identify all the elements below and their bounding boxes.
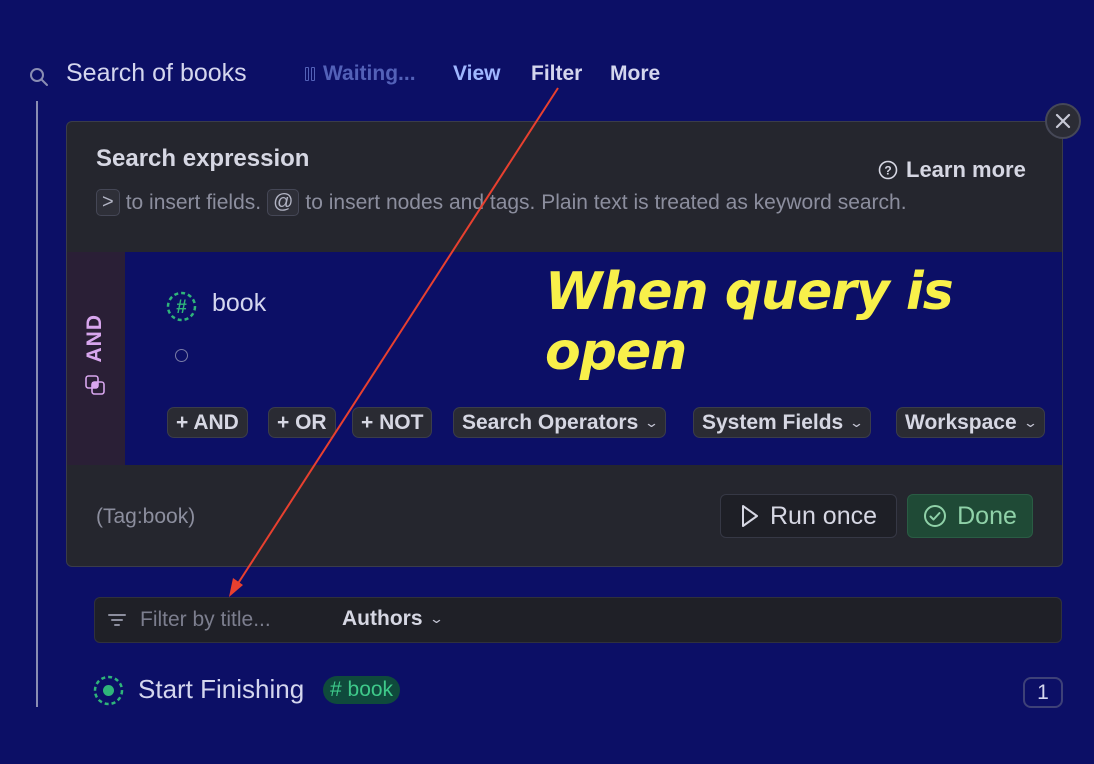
chip-label: + NOT [361, 410, 424, 434]
check-circle-icon [924, 505, 947, 527]
close-button[interactable] [1045, 103, 1081, 139]
chip-label: System Fields [702, 410, 844, 434]
key-at: @ [267, 189, 300, 216]
operator-strip[interactable] [67, 252, 125, 465]
and-operator-toggle[interactable]: AND [73, 300, 117, 410]
chevron-down-icon: ⌄ [1022, 414, 1038, 430]
svg-text:#: # [176, 297, 187, 318]
done-label: Done [957, 501, 1017, 530]
filter-icon [108, 614, 126, 626]
learn-more-link[interactable]: ? Learn more [878, 157, 1026, 183]
group-icon [85, 375, 105, 396]
operator-label: AND [83, 313, 106, 363]
close-icon [1055, 113, 1071, 129]
system-fields-dropdown[interactable]: System Fields ⌄ [693, 407, 872, 438]
chevron-down-icon: ⌄ [849, 414, 865, 430]
tree-indent-line [36, 101, 38, 707]
authors-dropdown[interactable]: Authors ⌄ [342, 607, 444, 631]
hint-text: > to insert fields. @ to insert nodes an… [96, 189, 907, 216]
chip-label: Workspace [905, 410, 1017, 434]
chip-label: + OR [277, 410, 327, 434]
hash-tag-icon: # [166, 291, 197, 322]
chip-label: + AND [176, 410, 239, 434]
result-tag-badge[interactable]: # book [323, 676, 401, 704]
chevron-down-icon: ⌄ [428, 611, 444, 626]
status-indicator: Waiting... [305, 62, 416, 86]
view-button[interactable]: View [453, 62, 501, 85]
svg-text:?: ? [884, 164, 891, 178]
count-badge[interactable]: 1 [1023, 677, 1063, 708]
panel-title: Search expression [96, 145, 310, 172]
add-not-button[interactable]: + NOT [352, 407, 433, 438]
empty-query-bullet[interactable] [175, 349, 188, 362]
search-icon [30, 68, 48, 86]
annotation-text: When query is open [545, 262, 954, 382]
chip-label: Search Operators [462, 410, 639, 434]
pause-icon [305, 67, 315, 81]
add-or-button[interactable]: + OR [268, 407, 336, 438]
play-icon [741, 505, 758, 527]
filter-button[interactable]: Filter [531, 62, 583, 85]
more-button[interactable]: More [610, 62, 661, 85]
search-expression-text: (Tag:book) [96, 505, 196, 528]
help-icon: ? [878, 160, 898, 180]
run-once-label: Run once [769, 501, 878, 530]
page-title[interactable]: Search of books [66, 59, 247, 87]
status-text: Waiting... [323, 62, 416, 85]
search-operators-dropdown[interactable]: Search Operators ⌄ [453, 407, 667, 438]
chevron-down-icon: ⌄ [644, 414, 660, 430]
hint-nodes: to insert nodes and tags. Plain text is … [305, 190, 907, 214]
workspace-dropdown[interactable]: Workspace ⌄ [896, 407, 1045, 438]
query-tag-book[interactable]: book [212, 289, 267, 317]
run-once-button[interactable]: Run once [720, 494, 897, 538]
learn-more-label: Learn more [906, 157, 1026, 182]
node-bullet-icon[interactable] [93, 675, 124, 706]
authors-label: Authors [342, 607, 423, 630]
hint-fields: to insert fields. [125, 190, 262, 214]
filter-by-title-input[interactable] [140, 603, 320, 637]
result-title[interactable]: Start Finishing [138, 674, 305, 704]
done-button[interactable]: Done [907, 494, 1033, 538]
key-greater-than: > [96, 189, 120, 216]
add-and-button[interactable]: + AND [167, 407, 248, 438]
